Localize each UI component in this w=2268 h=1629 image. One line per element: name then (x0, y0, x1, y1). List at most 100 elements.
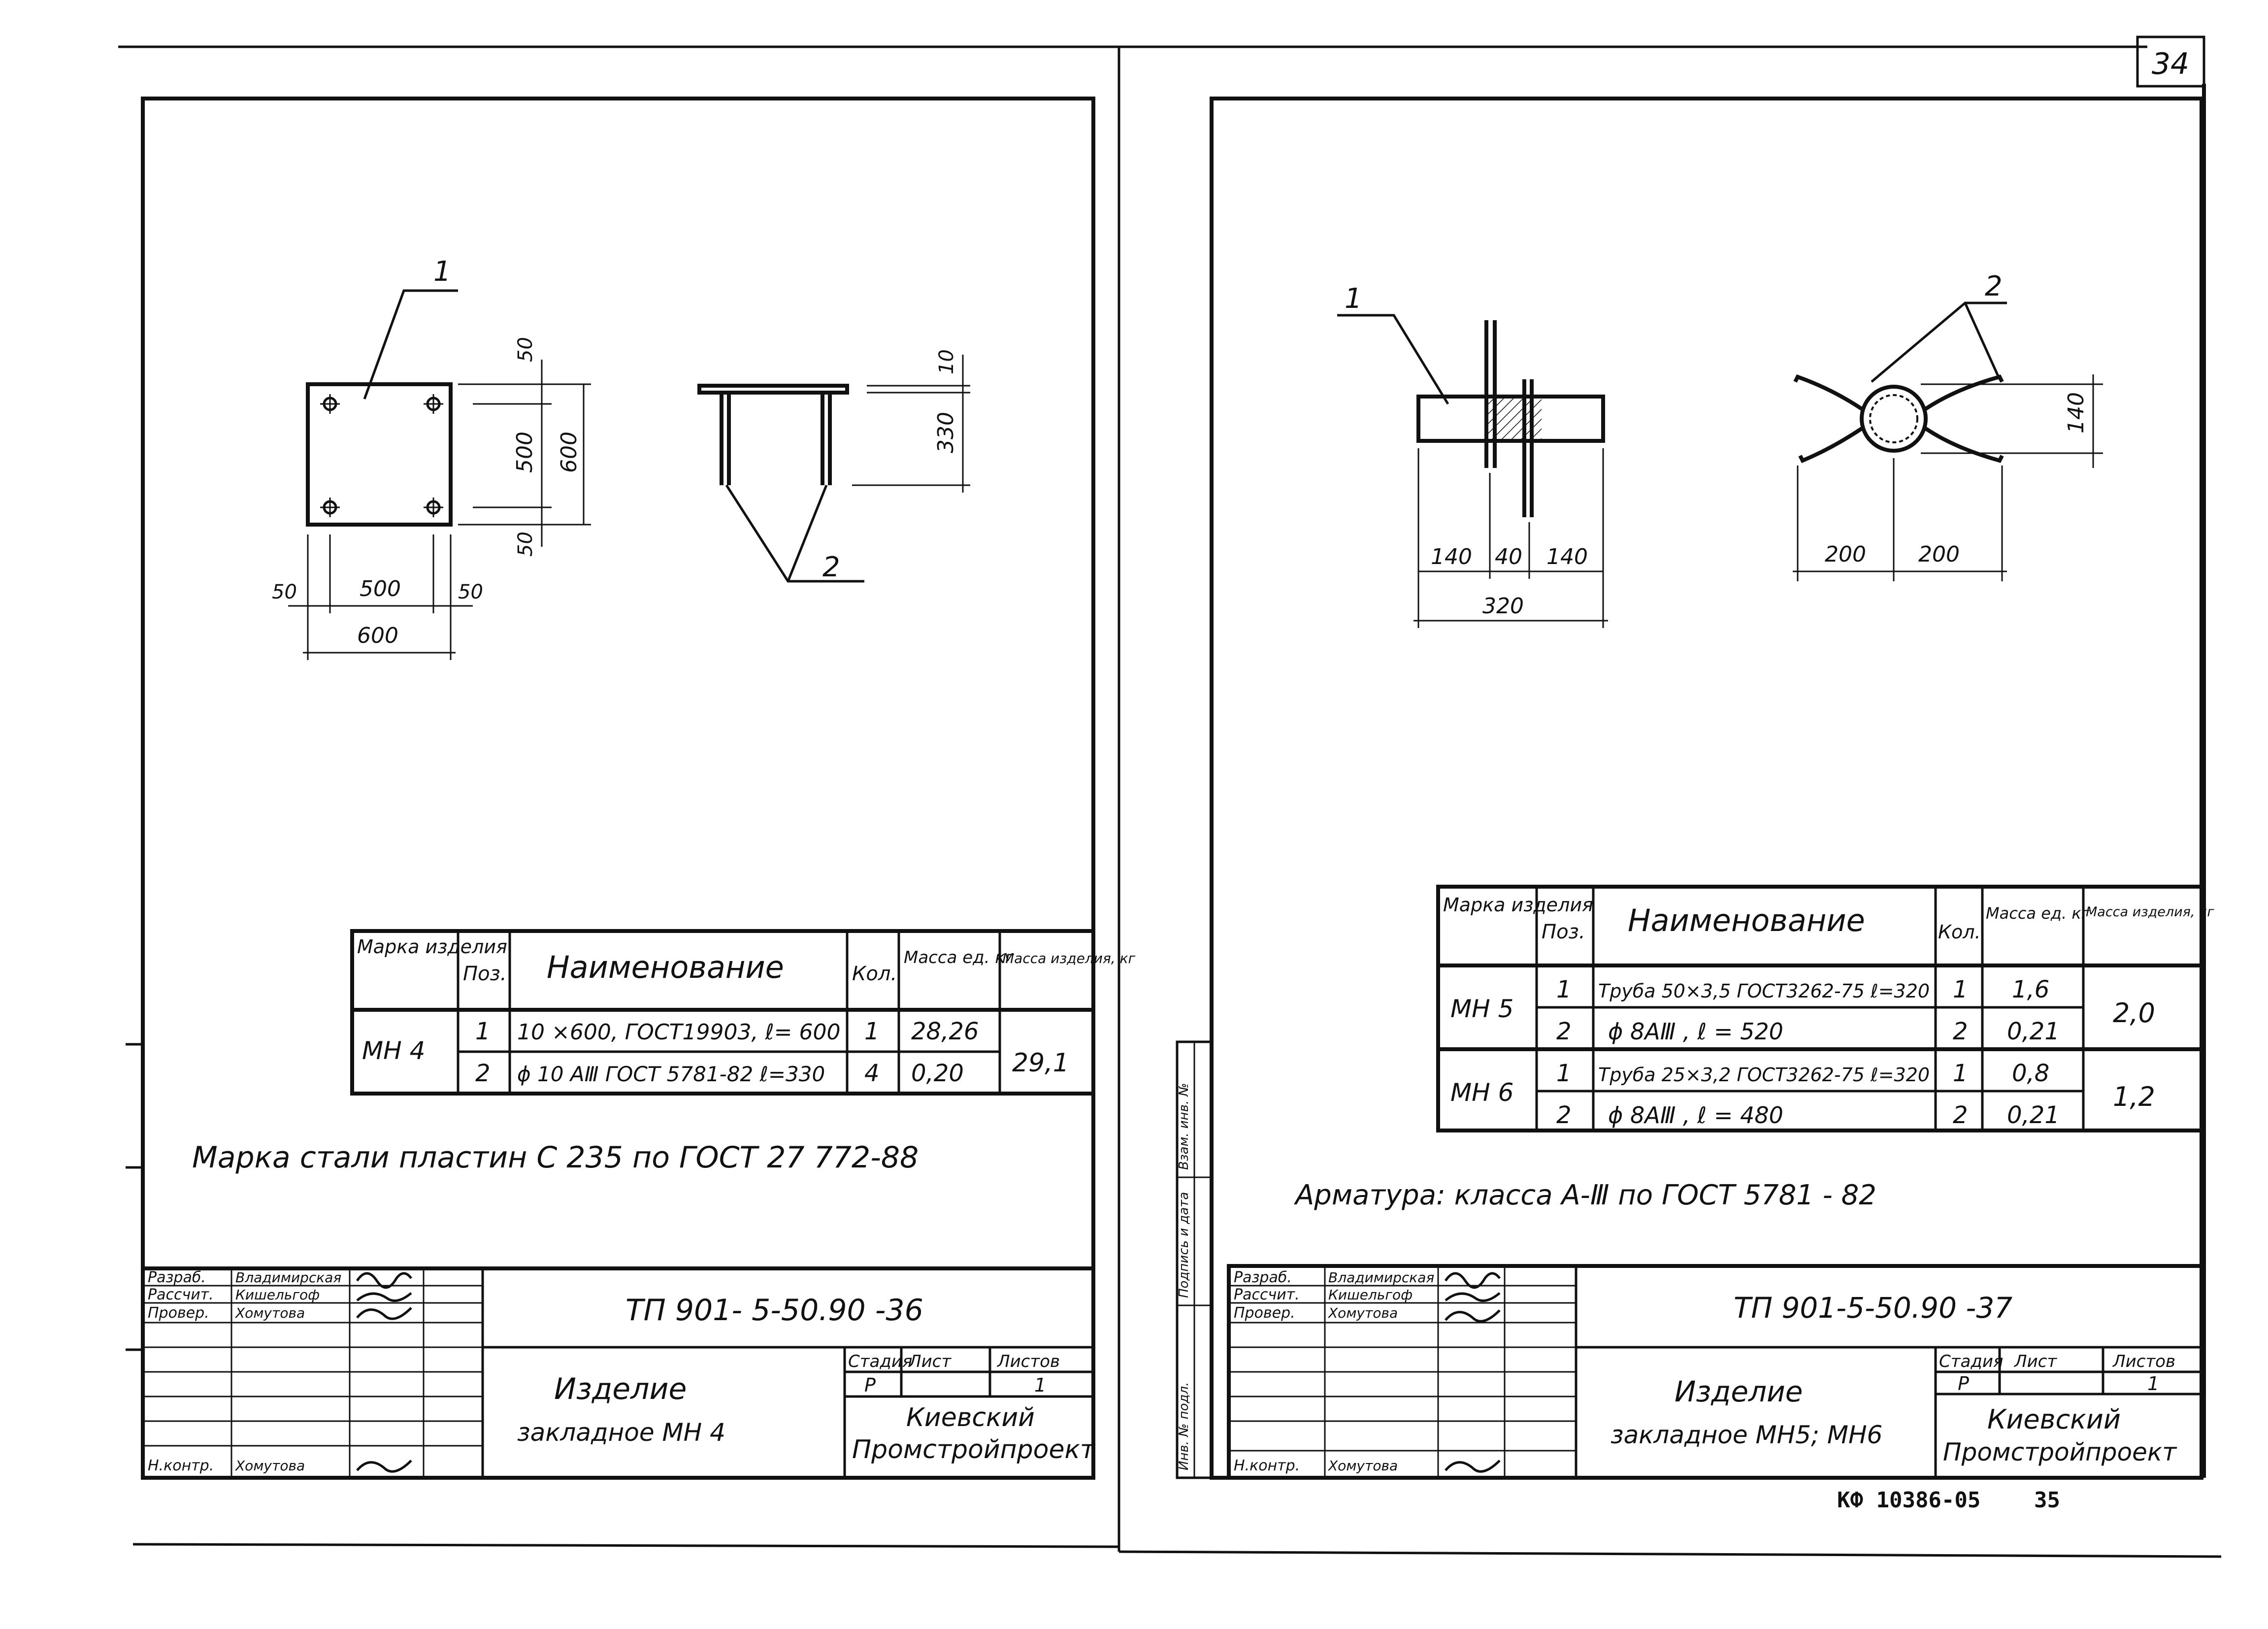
right-role-0: Разраб. (1234, 1269, 1292, 1286)
left-item-name-1: Изделие (554, 1372, 687, 1406)
dim-t10: 10 (935, 349, 958, 374)
dim-h50-bottom: 50 (514, 532, 537, 557)
left-plate-view: 1 50 500 600 50 50 500 50 600 (272, 256, 591, 660)
right-g1-row2-pos: 2 (1556, 1018, 1572, 1045)
right-g2-row2-qty: 2 (1953, 1101, 1968, 1129)
right-g1-row1-pos: 1 (1556, 976, 1572, 1003)
dim-r140-vert: 140 (2064, 392, 2089, 433)
right-total-mn6: 1,2 (2113, 1081, 2155, 1112)
stamp-inv-replace: Взам. инв. № (1177, 1083, 1191, 1170)
left-row1-mass: 28,26 (911, 1018, 979, 1045)
left-row2-pos: 2 (475, 1060, 491, 1087)
right-org-2: Промстройпроект (1943, 1438, 2177, 1466)
left-pos2-label: 2 (822, 551, 840, 583)
leader-right-pos2-b (1964, 302, 2001, 380)
right-role-2: Провер. (1234, 1304, 1295, 1322)
left-role-2: Провер. (148, 1304, 209, 1322)
pipe-outer (1860, 385, 1928, 453)
left-th-mass-unit: Масса ед. кг (904, 948, 1015, 967)
left-row2-mass: 0,20 (911, 1060, 964, 1087)
stamp-sign-date: Подпись и дата (1177, 1192, 1191, 1298)
dim-w50-left: 50 (272, 581, 297, 603)
right-title-block: Разраб. Рассчит. Провер. Н.контр. Владим… (1227, 1264, 2203, 1480)
sheet-number-box (2136, 35, 2205, 88)
left-title-block: Разраб. Рассчит. Провер. Н.контр. Владим… (141, 1266, 1096, 1480)
left-designation: ТП 901- 5-50.90 -36 (625, 1293, 923, 1328)
dim-r200-right: 200 (1918, 542, 1960, 567)
right-end-view: 2 200 200 140 (1793, 270, 2103, 581)
left-sheet-label: Лист (908, 1352, 952, 1371)
left-spec-table: Марка изделия Поз. Наименование Кол. Мас… (350, 929, 1135, 1096)
right-th-mark: Марка изделия (1443, 894, 1593, 916)
leader-right-pos1 (1337, 314, 1449, 405)
left-row1-pos: 1 (475, 1018, 491, 1045)
left-row2-qty: 4 (864, 1060, 880, 1087)
right-mark-mn6: МН 6 (1450, 1078, 1513, 1107)
right-g2-row2-pos: 2 (1556, 1101, 1572, 1129)
right-sheets-label: Листов (2112, 1352, 2175, 1371)
bottom-edge-right (1118, 1550, 2222, 1558)
left-name-5: Хомутова (234, 1458, 305, 1474)
left-role-1: Рассчит. (148, 1286, 214, 1303)
left-row2-name: ϕ 10 АⅢ ГОСТ 5781-82 ℓ=330 (517, 1062, 825, 1086)
leader-pos2-b (787, 485, 828, 582)
right-pipe-view: 1 140 40 140 320 (1337, 283, 1608, 628)
dim-r140-right: 140 (1546, 544, 1588, 569)
left-org-1: Киевский (906, 1403, 1035, 1432)
dim-w50-right: 50 (458, 581, 483, 603)
left-total-mass: 29,1 (1012, 1048, 1069, 1078)
right-g2-row2-name: ϕ 8АⅢ , ℓ = 480 (1608, 1102, 1783, 1129)
right-th-mass-unit: Масса ед. кг (1986, 904, 2090, 923)
left-th-mark: Марка изделия (357, 936, 507, 958)
left-name-1: Кишельгоф (235, 1287, 320, 1303)
right-g1-row1-mass: 1,6 (2012, 976, 2049, 1003)
dim-h500: 500 (512, 432, 537, 473)
bottom-edge-left (132, 1543, 1119, 1548)
dim-r200-left: 200 (1825, 542, 1866, 567)
left-row1-qty: 1 (864, 1018, 880, 1045)
left-section-view: 2 10 330 (697, 349, 970, 583)
left-name-0: Владимирская (235, 1269, 341, 1286)
left-pos1-label: 1 (433, 256, 451, 288)
right-g2-row1-mass: 0,8 (2012, 1060, 2049, 1087)
left-th-name: Наименование (547, 949, 784, 985)
archive-code: КФ 10386-05 (1837, 1488, 1980, 1513)
dim-t330: 330 (933, 412, 958, 453)
left-role-5: Н.контр. (148, 1457, 214, 1474)
right-name-2: Хомутова (1327, 1305, 1398, 1321)
leader-pos2-a (725, 484, 864, 583)
right-org-1: Киевский (1987, 1404, 2121, 1435)
left-mark-mn4: МН 4 (362, 1036, 425, 1065)
archive-page: 35 (2034, 1488, 2060, 1513)
right-name-5: Хомутова (1327, 1458, 1398, 1474)
dim-h600: 600 (557, 432, 582, 473)
right-g2-row1-qty: 1 (1953, 1060, 1968, 1087)
sheet-number: 34 (2152, 47, 2189, 81)
right-g2-row2-mass: 0,21 (2007, 1101, 2060, 1129)
right-total-mn5: 2,0 (2113, 997, 2155, 1029)
steel-plate (306, 382, 453, 527)
left-th-mass-item: Масса изделия, кг (1002, 950, 1135, 966)
right-item-name-1: Изделие (1675, 1375, 1803, 1408)
right-name-1: Кишельгоф (1328, 1287, 1413, 1303)
leader-pos1 (363, 289, 458, 399)
stamp-inv-original: Инв. № подл. (1177, 1382, 1191, 1470)
left-th-pos: Поз. (463, 963, 507, 985)
right-spec-table: Марка изделия Поз. Наименование Кол. Мас… (1436, 885, 2214, 1132)
right-pos2-label: 2 (1985, 270, 2003, 302)
right-mark-mn5: МН 5 (1450, 995, 1513, 1023)
left-note-steel: Марка стали пластин С 235 по ГОСТ 27 772… (192, 1140, 919, 1175)
right-g1-row2-mass: 0,21 (2007, 1018, 2060, 1045)
anchor-hole-marks (320, 394, 443, 517)
dim-h50-top: 50 (514, 337, 537, 362)
right-role-1: Рассчит. (1234, 1286, 1300, 1303)
side-stamp: Взам. инв. № Подпись и дата Инв. № подл. (1176, 1040, 1213, 1479)
left-signatures (356, 1272, 412, 1473)
right-sheet-label: Лист (2013, 1352, 2057, 1371)
leader-right-pos2-a (1871, 301, 2007, 383)
right-g1-row1-name: Труба 50×3,5 ГОСТ3262-75 ℓ=320 (1598, 980, 1930, 1002)
right-stage-label: Стадия (1939, 1352, 2003, 1371)
dim-r320: 320 (1482, 594, 1524, 619)
right-th-mass-item: Масса изделия, кг (2086, 904, 2214, 920)
